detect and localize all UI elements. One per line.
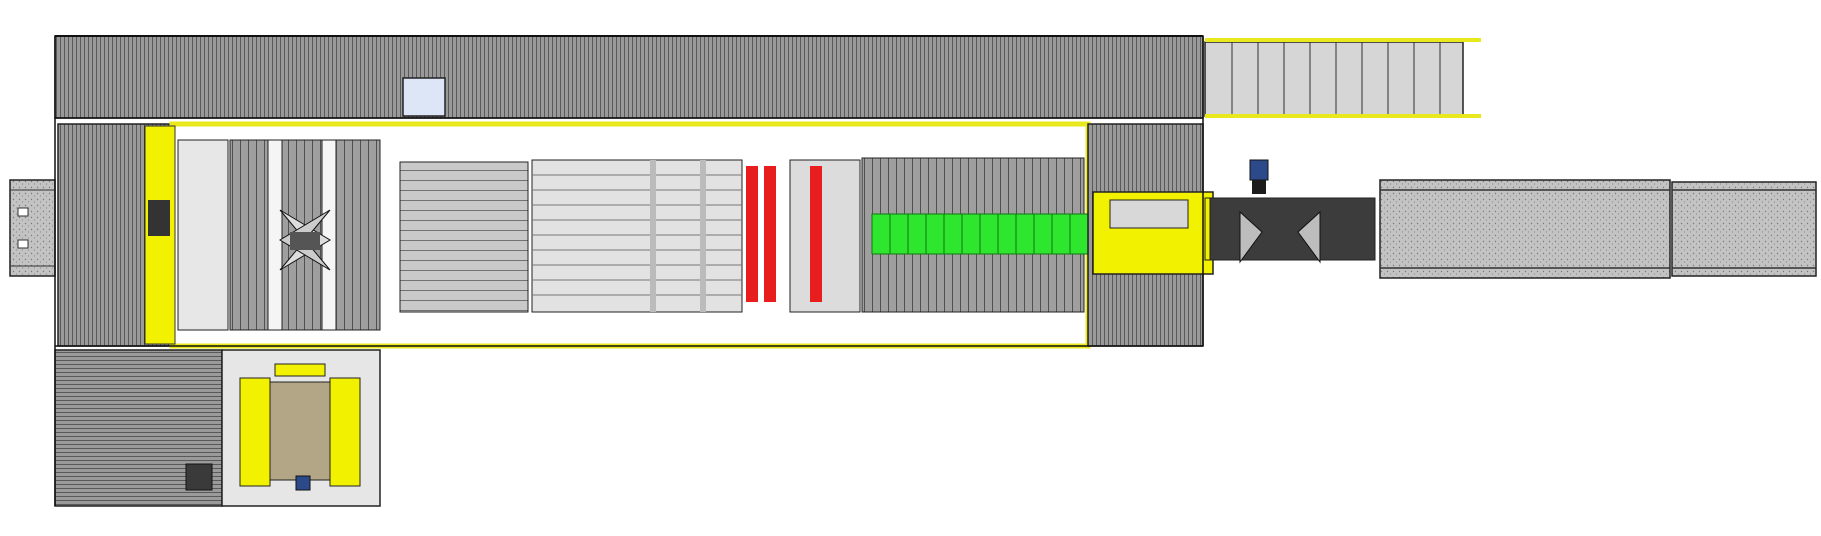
drive-motor-icon: [1249, 159, 1269, 194]
red-transfer-zone: [746, 166, 822, 302]
grating-platform-top: [54, 35, 1204, 119]
robot-palletizer-cell: [177, 139, 381, 331]
discharge-conveyor: [1209, 179, 1817, 279]
layout-outline: [54, 36, 1204, 506]
infeed-belt-conveyor: [1204, 38, 1481, 118]
infeed-stub-left: [9, 179, 56, 277]
robot-palletizer-cell: [185, 349, 381, 507]
control-panel: [402, 77, 446, 117]
